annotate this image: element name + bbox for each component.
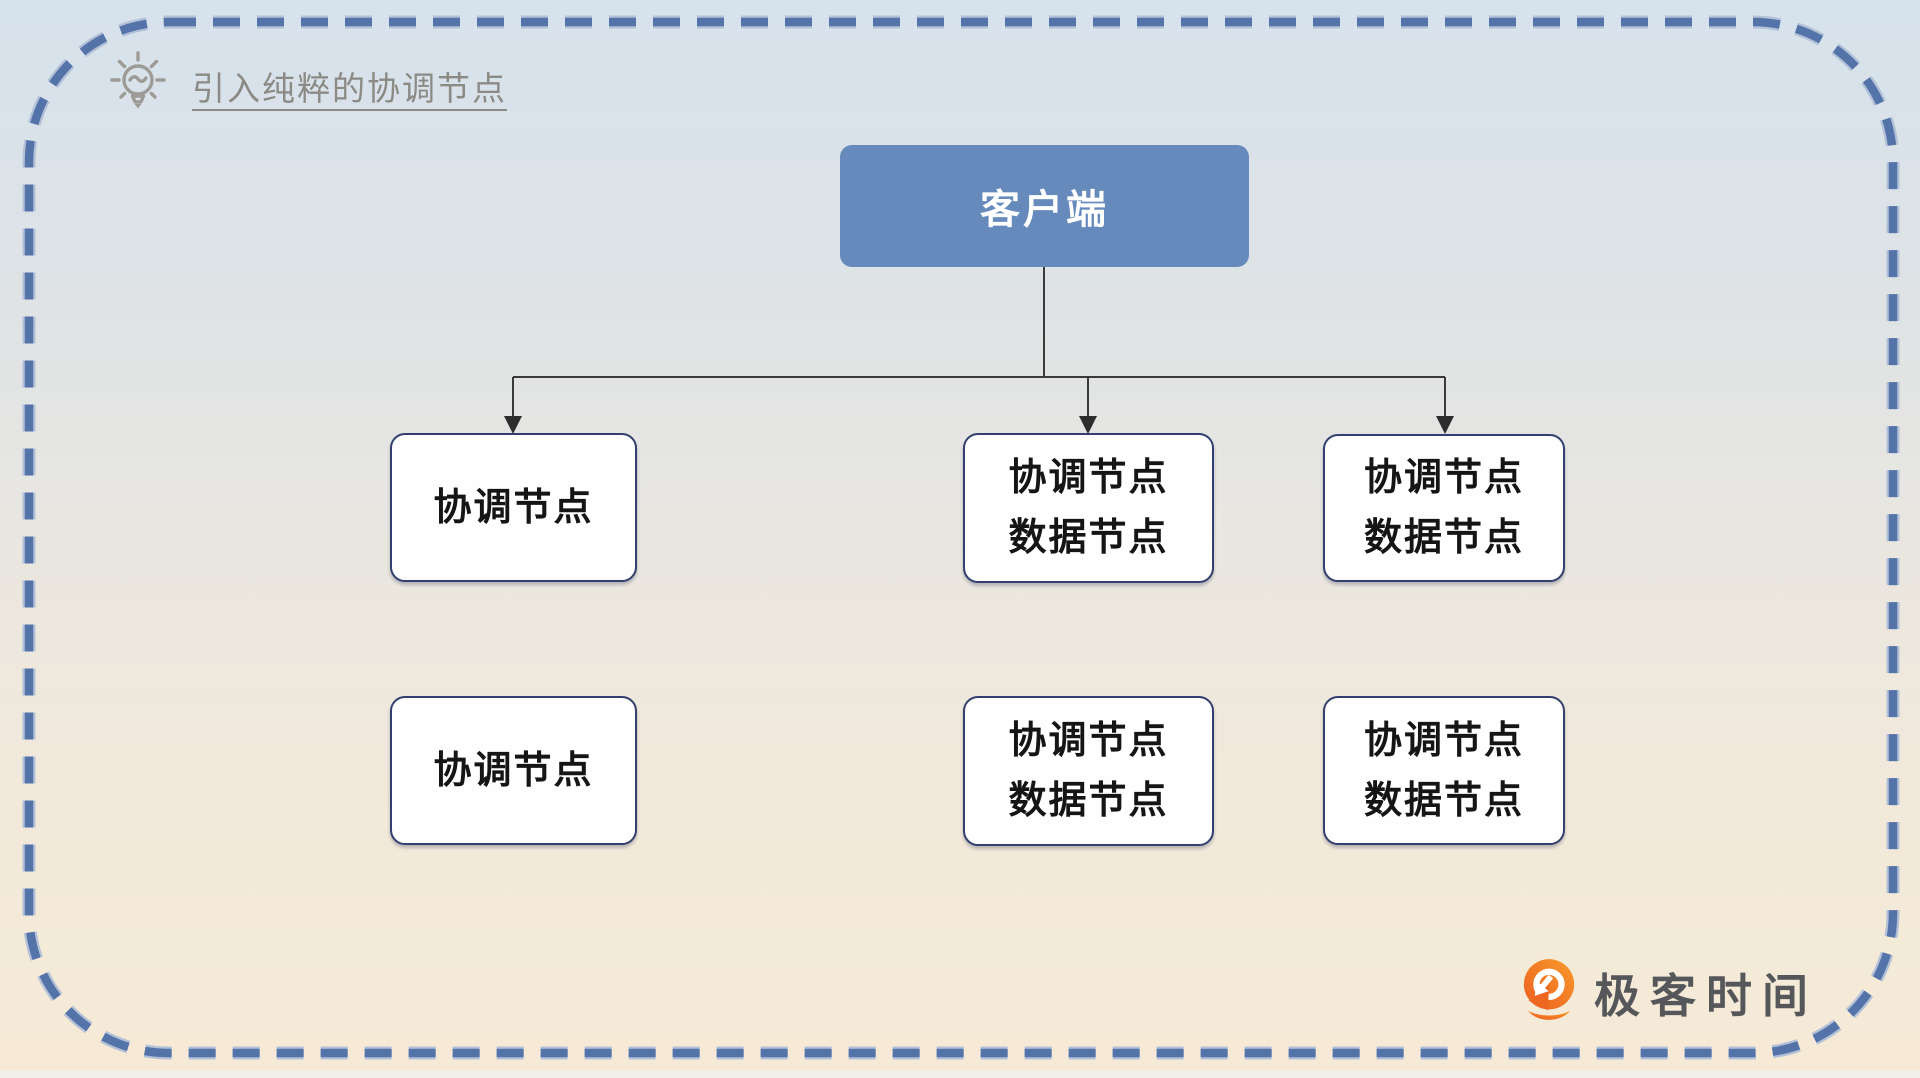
node-label-line1: 协调节点 [1008,720,1169,762]
node-client: 客户端 [840,145,1249,267]
lightbulb-icon [110,51,166,109]
node-label-line2: 数据节点 [1363,517,1524,559]
node-label-line2: 数据节点 [1008,517,1169,559]
geektime-logo-text: 极客时间 [1594,970,1818,1022]
node-label-line1: 协调节点 [1363,719,1524,762]
connector-line-group [512,267,1446,419]
arrowhead-icons [504,416,1454,434]
node-r2-coordinator-data-2: 协调节点 数据节点 [1323,696,1565,845]
node-label-line2: 数据节点 [1363,779,1524,822]
node-label-line2: 数据节点 [1008,780,1169,822]
node-label-line1: 协调节点 [1008,457,1169,499]
node-r2-coordinator-data-1: 协调节点 数据节点 [963,696,1214,846]
node-r1-coordinator-data-2: 协调节点 数据节点 [1323,434,1565,582]
header: 引入纯粹的协调节点 [100,48,507,124]
geektime-logo-icon [1523,959,1575,1020]
geektime-logo: 极客时间 [1520,956,1818,1030]
node-r1-coordinator-data-1: 协调节点 数据节点 [963,433,1214,583]
page-title: 引入纯粹的协调节点 [192,70,507,107]
node-label-line1: 协调节点 [1363,457,1524,499]
bottom-edge-strip [0,1070,1920,1078]
node-client-label: 客户端 [980,188,1109,232]
node-label: 协调节点 [433,749,594,792]
node-r1-coordinator: 协调节点 [390,433,637,582]
node-label: 协调节点 [433,486,594,529]
node-r2-coordinator: 协调节点 [390,696,637,845]
